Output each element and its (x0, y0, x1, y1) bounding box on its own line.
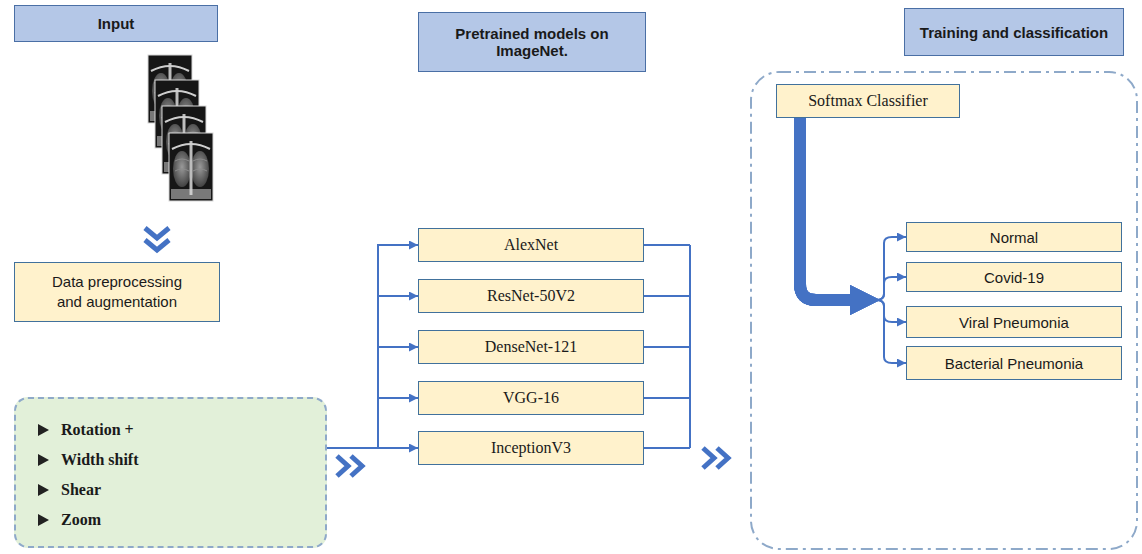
flow-arrow (800, 118, 862, 300)
model-box: InceptionV3 (418, 431, 644, 465)
list-item: Rotation + (38, 415, 134, 445)
brace-line (876, 300, 906, 363)
header-box: Input (14, 5, 218, 42)
connector-line (327, 398, 418, 448)
process-box: Data preprocessing and augmentation (14, 262, 220, 322)
model-box: ResNet-50V2 (418, 279, 644, 313)
box-label: Viral Pneumonia (959, 314, 1069, 331)
connector (327, 347, 418, 448)
connector-line (327, 347, 418, 448)
box-label: AlexNet (504, 236, 558, 254)
box-label: Input (98, 15, 135, 32)
right-chevron (703, 448, 728, 468)
connector (800, 118, 906, 322)
header-box: Training and classification (904, 8, 1124, 56)
merge-bracket (644, 245, 690, 448)
list-item-text: Shear (61, 481, 101, 499)
list-item-text: Rotation + (61, 421, 134, 439)
augmentation-list: Rotation + Width shiftShearZoom (14, 397, 327, 548)
model-box: DenseNet-121 (418, 330, 644, 364)
list-item-text: Width shift (61, 451, 139, 469)
model-box: VGG-16 (418, 381, 644, 415)
list-item-text: Zoom (61, 511, 101, 529)
box-label: Normal (990, 229, 1038, 246)
box-label: Data preprocessing and augmentation (45, 272, 189, 313)
class-box: Normal (906, 222, 1122, 252)
list-item: Zoom (38, 505, 101, 535)
box-label: ResNet-50V2 (487, 287, 575, 305)
header-box: Pretrained models on ImageNet. (418, 12, 646, 72)
connector-line (327, 245, 418, 448)
brace-line (876, 277, 906, 300)
connector (800, 118, 906, 300)
box-label: Softmax Classifier (808, 92, 928, 110)
box-label: Bacterial Pneumonia (945, 355, 1083, 372)
training-region (751, 72, 1137, 549)
xray-stack (148, 55, 213, 201)
list-item: Width shift (38, 445, 139, 475)
model-box: AlexNet (418, 228, 644, 262)
flow-arrow (800, 118, 862, 300)
classifier-box: Softmax Classifier (776, 84, 960, 118)
bullet-arrow (38, 484, 49, 496)
bullet-arrow (38, 454, 49, 466)
connector (800, 118, 906, 363)
flow-arrow (800, 118, 862, 300)
box-label: DenseNet-121 (485, 338, 577, 356)
bullet-arrow (38, 424, 49, 436)
box-label: InceptionV3 (491, 439, 571, 457)
connector (327, 448, 418, 449)
brace-line (876, 300, 906, 322)
bullet-arrow (38, 514, 49, 526)
brace-line (876, 237, 906, 300)
connector (327, 245, 418, 448)
connector-line (327, 296, 418, 448)
box-label: Covid-19 (984, 269, 1044, 286)
connector-line (327, 447, 418, 449)
box-label: VGG-16 (503, 389, 559, 407)
flow-arrow (800, 118, 862, 300)
connector (327, 398, 418, 448)
down-chevron (145, 228, 169, 250)
right-chevron (337, 456, 362, 476)
class-box: Viral Pneumonia (906, 306, 1122, 338)
connector (327, 296, 418, 448)
box-label: Pretrained models on ImageNet. (427, 25, 637, 59)
class-box: Covid-19 (906, 262, 1122, 292)
list-item: Shear (38, 475, 101, 505)
class-box: Bacterial Pneumonia (906, 346, 1122, 380)
box-label: Training and classification (920, 24, 1108, 41)
connector (800, 118, 906, 300)
